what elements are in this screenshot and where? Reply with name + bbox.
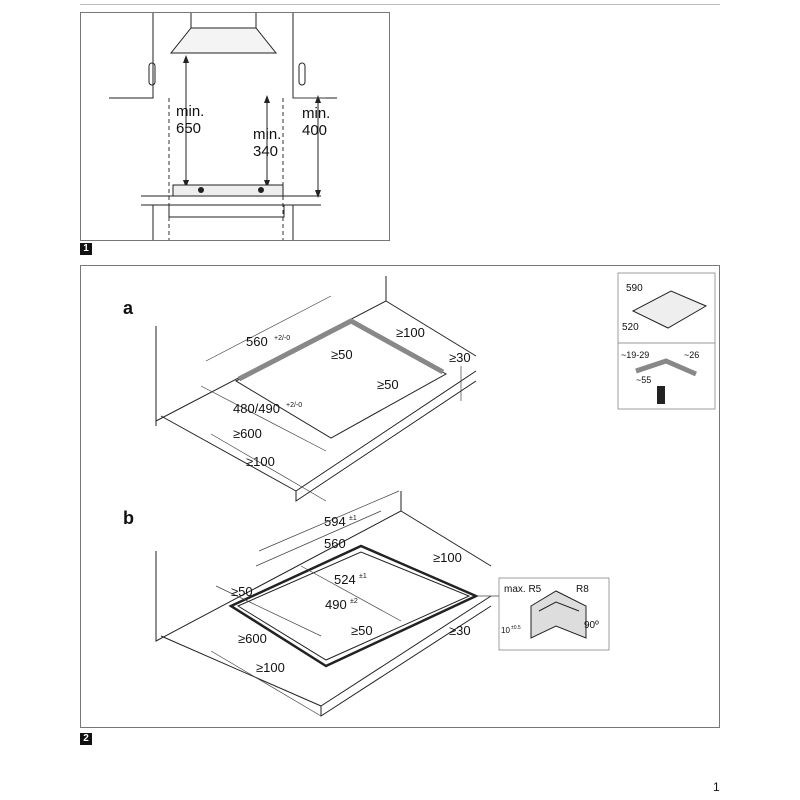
a-width-tol: +2/-0 [274,335,290,342]
page-number: 1 [713,780,720,794]
b-depth-tol: ±2 [350,598,358,605]
b-depth: 490 [325,597,347,612]
a-rear-gap: ≥50 [331,347,353,362]
detail-depth-tol: ±0.5 [511,625,521,631]
hood-min-label: min. [176,103,204,120]
detail-radius-max: max. R5 [504,584,542,595]
b-front-depth: ≥600 [238,631,267,646]
part-b-title: b [123,508,134,528]
figure-2-cutout-dimensions: a 560 +2/-0 ≥50 ≥100 ≥30 ≥50 480/490 +2/… [80,265,720,728]
b-wall-side: ≥100 [433,550,462,565]
figure-1-label: 1 [80,243,92,255]
inset-corner-right: ~26 [684,350,699,360]
a-side-gap: ≥50 [377,377,399,392]
top-rule [80,4,720,5]
a-thickness: ≥30 [449,350,471,365]
a-depth: 480/490 [233,401,280,416]
b-width: 560 [324,536,346,551]
b-thickness: ≥30 [449,623,471,638]
b-front-edge: ≥100 [256,660,285,675]
b-inner-width: 524 [334,572,356,587]
a-front-edge: ≥100 [246,454,275,469]
inset-hob-width: 590 [626,283,643,294]
b-outer-width: 594 [324,514,346,529]
hood-min-value: 650 [176,120,201,137]
part-a-title: a [123,298,134,318]
figure-1-hood-clearance: min. 650 min. 340 min. 400 [80,12,390,241]
a-width: 560 [246,334,268,349]
a-wall-side: ≥100 [396,325,425,340]
detail-angle: 90º [584,620,599,631]
b-inner-width-tol: ±1 [359,573,367,580]
figure-2-label: 2 [80,733,92,745]
inset-corner-left: ~19-29 [621,350,649,360]
detail-radius: R8 [576,584,589,595]
cabinet-side-min-label: min. [302,105,330,122]
cabinet-center-min-value: 340 [253,143,278,160]
cabinet-side-min-value: 400 [302,122,327,139]
cutout-drawing: a 560 +2/-0 ≥50 ≥100 ≥30 ≥50 480/490 +2/… [123,272,716,717]
a-front-depth: ≥600 [233,426,262,441]
b-left-gap: ≥50 [231,584,253,599]
a-depth-tol: +2/-0 [286,402,302,409]
detail-depth: 10 [501,626,510,635]
cabinet-center-min-label: min. [253,126,281,143]
inset-hob-depth: 520 [622,322,639,333]
b-front-gap: ≥50 [351,623,373,638]
inset-corner-center: ~55 [636,375,651,385]
hood-clearance-drawing: min. 650 min. 340 min. 400 [109,13,337,240]
b-outer-width-tol: ±1 [349,515,357,522]
